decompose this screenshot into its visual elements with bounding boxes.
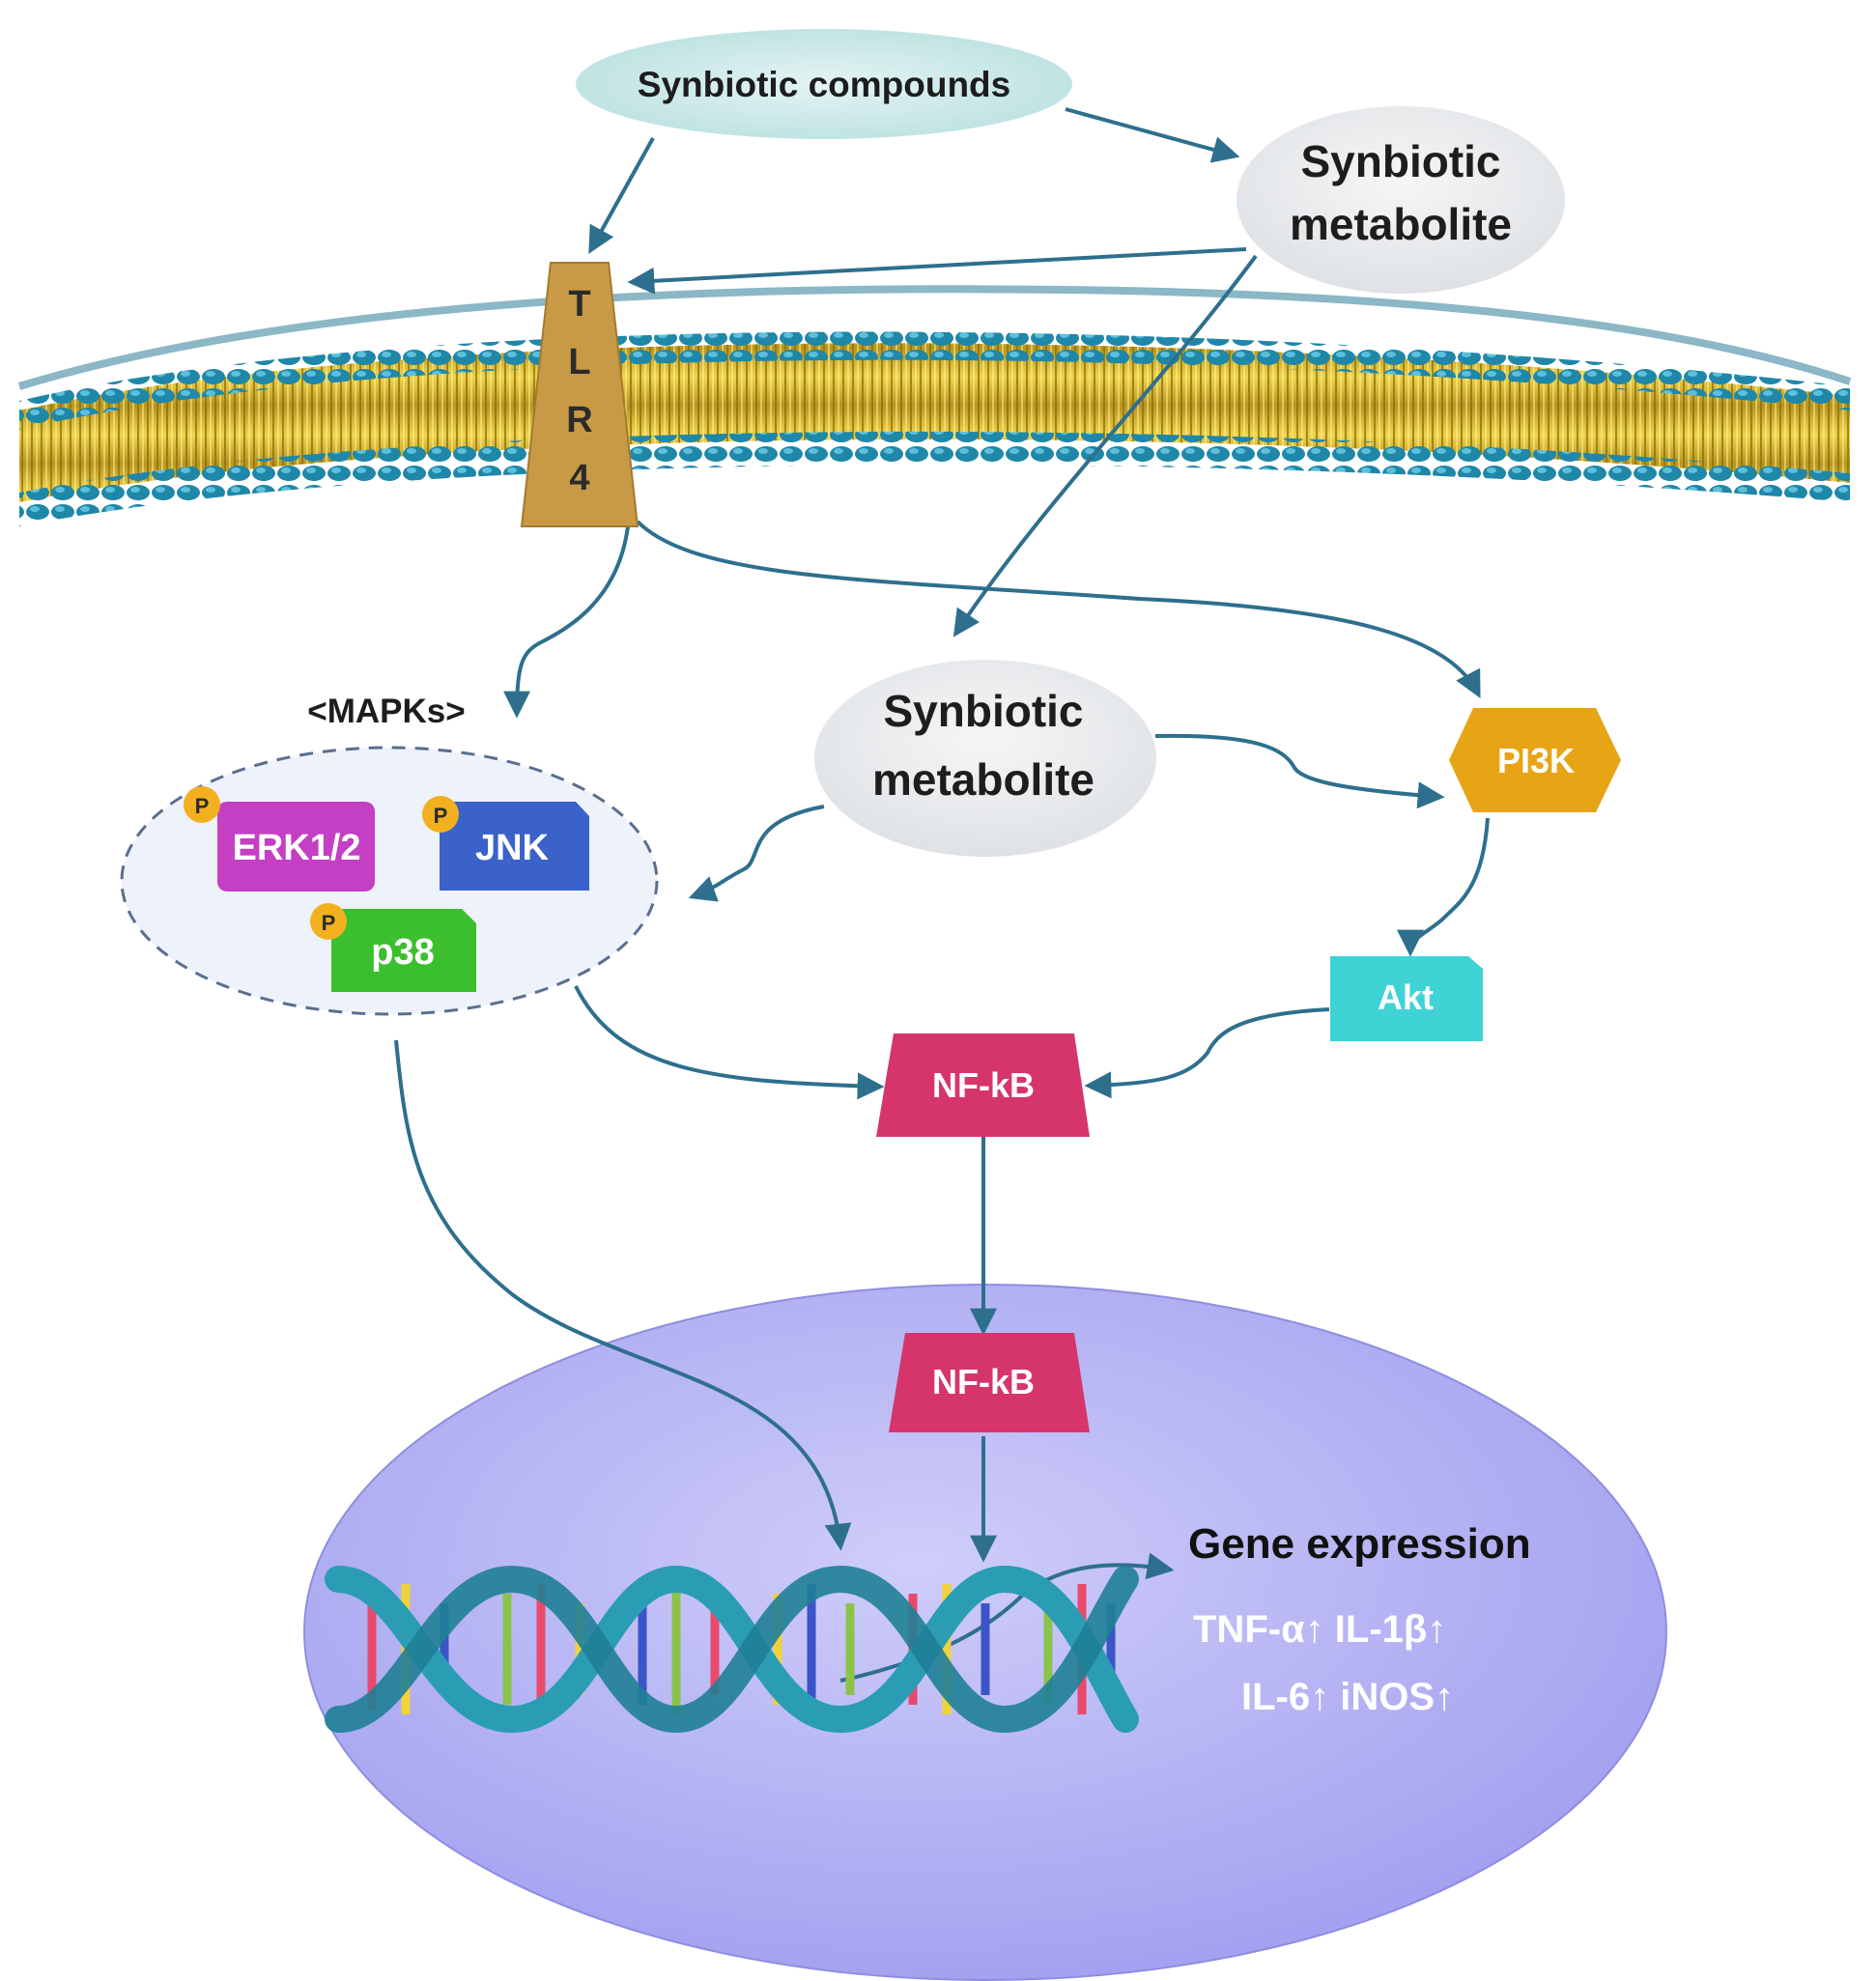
- p38-node: p38 P: [310, 903, 476, 992]
- akt-label: Akt: [1378, 977, 1434, 1017]
- dna-helix: [325, 1565, 1139, 1734]
- synbiotic-compounds-node: [576, 29, 1072, 139]
- arrow-mapks-to-nfkb: [574, 985, 885, 1100]
- tlr4-letter-4: 4: [569, 458, 589, 498]
- arrow-akt-to-nfkb: [1084, 1007, 1330, 1099]
- synbiotic-metabolite-top-node: [1236, 106, 1565, 294]
- mapks-label: <MAPKs>: [307, 693, 465, 730]
- pi3k-label: PI3K: [1497, 741, 1575, 780]
- synbiotic-metabolite-mid-line1: Synbiotic: [883, 686, 1083, 736]
- phospho-label-p38: P: [322, 911, 336, 935]
- genes-line-1: TNF-α↑ IL-1β↑: [1193, 1608, 1446, 1651]
- akt-node: Akt: [1330, 956, 1483, 1041]
- arrow-compounds-to-tlr4: [588, 137, 655, 254]
- phospho-icon: [310, 903, 347, 940]
- synbiotic-metabolite-mid-node: [814, 660, 1156, 857]
- tlr4-letter-l: L: [568, 342, 590, 382]
- tlr4-letter-r: R: [566, 400, 592, 440]
- phospho-icon: [422, 796, 459, 833]
- synbiotic-metabolite-mid-line2: metabolite: [872, 754, 1094, 805]
- arrow-pi3k-to-akt: [1397, 817, 1490, 957]
- erk-label: ERK1/2: [232, 828, 360, 868]
- arrow-mapks-to-dna: [394, 1039, 852, 1551]
- synbiotic-compounds-label: Synbiotic compounds: [638, 65, 1010, 104]
- nfkb-cytoplasm-label: NF-kB: [932, 1065, 1035, 1105]
- jnk-node: JNK P: [422, 796, 589, 891]
- jnk-label: JNK: [475, 828, 550, 868]
- tlr4-letter-t: T: [568, 284, 590, 325]
- arrow-metabolite-to-pi3k: [1154, 733, 1445, 809]
- genes-line-2: IL-6↑ iNOS↑: [1241, 1676, 1454, 1718]
- nfkb-nucleus-label: NF-kB: [932, 1362, 1035, 1401]
- phospho-label-erk: P: [195, 794, 210, 818]
- erk-node: ERK1/2 P: [184, 786, 375, 891]
- cell-membrane: [17, 285, 1852, 526]
- arrow-metabolite-to-metabolite: [952, 254, 1258, 637]
- arrow-tlr4-to-mapks: [503, 525, 630, 719]
- synbiotic-metabolite-top-line2: metabolite: [1290, 199, 1512, 249]
- arrow-tlr4-to-pi3k: [636, 520, 1481, 698]
- phospho-label-jnk: P: [434, 804, 448, 828]
- nfkb-nucleus-node: NF-kB: [889, 1333, 1090, 1432]
- p38-label: p38: [371, 932, 434, 973]
- pi3k-node: PI3K: [1449, 708, 1621, 812]
- tlr4-receptor: T L R 4: [520, 262, 640, 527]
- nfkb-cytoplasm-node: NF-kB: [876, 1033, 1090, 1137]
- arrow-metabolite-to-mapks: [688, 805, 825, 902]
- gene-expression-title: Gene expression: [1188, 1520, 1531, 1568]
- arrow-metabolite-to-tlr4: [627, 247, 1247, 295]
- arrow-compounds-to-metabolite: [1065, 107, 1240, 163]
- phospho-icon: [184, 786, 220, 823]
- synbiotic-metabolite-top-line1: Synbiotic: [1300, 136, 1500, 186]
